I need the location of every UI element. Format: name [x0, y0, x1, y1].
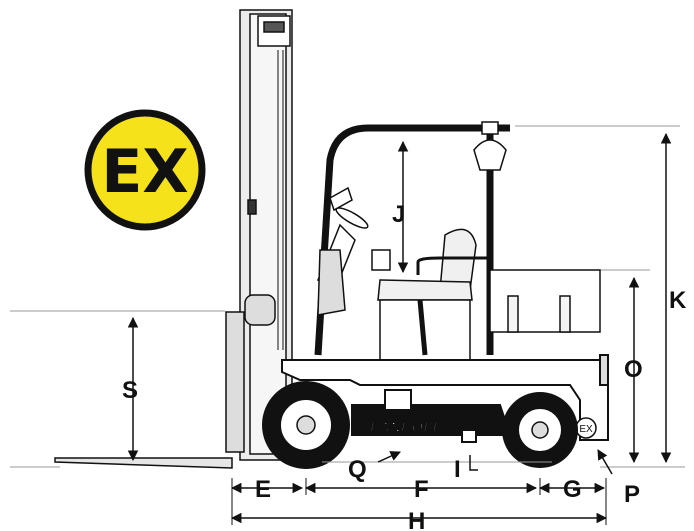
model-number-text: FL60AC	[452, 409, 495, 421]
inner-mast-rail	[249, 13, 287, 455]
label-g: G	[563, 476, 582, 503]
tow-hitch	[461, 429, 477, 443]
overhead-guard-front-post	[314, 124, 510, 356]
control-lever-box	[371, 249, 391, 271]
rear-ex-tag: EX	[575, 417, 597, 439]
dimension-p-leader	[597, 449, 613, 475]
extension-lines	[231, 478, 607, 525]
ex-badge-text: EX	[101, 137, 188, 207]
rear-wheel	[502, 392, 578, 468]
column-bellows	[317, 249, 346, 316]
seat-support-rod	[417, 299, 428, 356]
battery-box	[489, 269, 601, 333]
dimension-labels: S J K O E F G H Q I P	[122, 201, 687, 531]
battery-latch-right	[559, 295, 571, 333]
warning-plate	[384, 389, 412, 411]
beacon-dome	[473, 139, 507, 171]
label-f: F	[414, 476, 429, 503]
mast-tag	[247, 199, 257, 215]
ex-badge: EX	[84, 109, 206, 231]
seat-grab-bar	[416, 256, 492, 275]
operator-seat	[371, 228, 492, 361]
fork-tine	[54, 457, 233, 469]
reference-lines	[10, 125, 685, 468]
fork-carriage	[225, 311, 245, 453]
tilt-cylinder-bracket	[244, 294, 276, 326]
label-j: J	[392, 201, 405, 228]
beacon-bracket	[481, 121, 499, 135]
ex-badge-circle	[84, 109, 206, 231]
front-hub	[296, 415, 316, 435]
label-h: H	[408, 508, 425, 531]
steering	[317, 186, 369, 316]
dimension-i-leader	[469, 455, 478, 471]
dimension-q-leader	[377, 451, 401, 463]
label-o: O	[624, 356, 643, 383]
truck-body: LANDOLL FL60AC	[281, 354, 609, 443]
brand-logo-text: LANDOLL	[370, 419, 442, 436]
label-k: K	[669, 287, 687, 314]
seat-cushion	[377, 279, 473, 301]
front-wheel	[262, 381, 350, 469]
rear-hub	[531, 421, 549, 439]
label-e: E	[255, 476, 271, 503]
battery-latch-left	[507, 295, 519, 333]
mast	[225, 9, 293, 461]
column-bracket	[329, 186, 353, 212]
dimension-arrows	[127, 132, 672, 524]
seat-back	[439, 228, 477, 291]
mast-top-label	[263, 21, 285, 33]
battery-compartment	[489, 269, 601, 333]
rear-ex-tag-text: EX	[579, 424, 593, 435]
label-q: Q	[348, 456, 367, 483]
forks	[54, 457, 233, 469]
label-i: I	[454, 456, 461, 483]
label-s: S	[122, 377, 138, 404]
rear-bumper	[599, 354, 609, 386]
label-p: P	[624, 481, 640, 508]
steering-wheel	[335, 207, 369, 229]
beacon-light	[473, 121, 507, 171]
